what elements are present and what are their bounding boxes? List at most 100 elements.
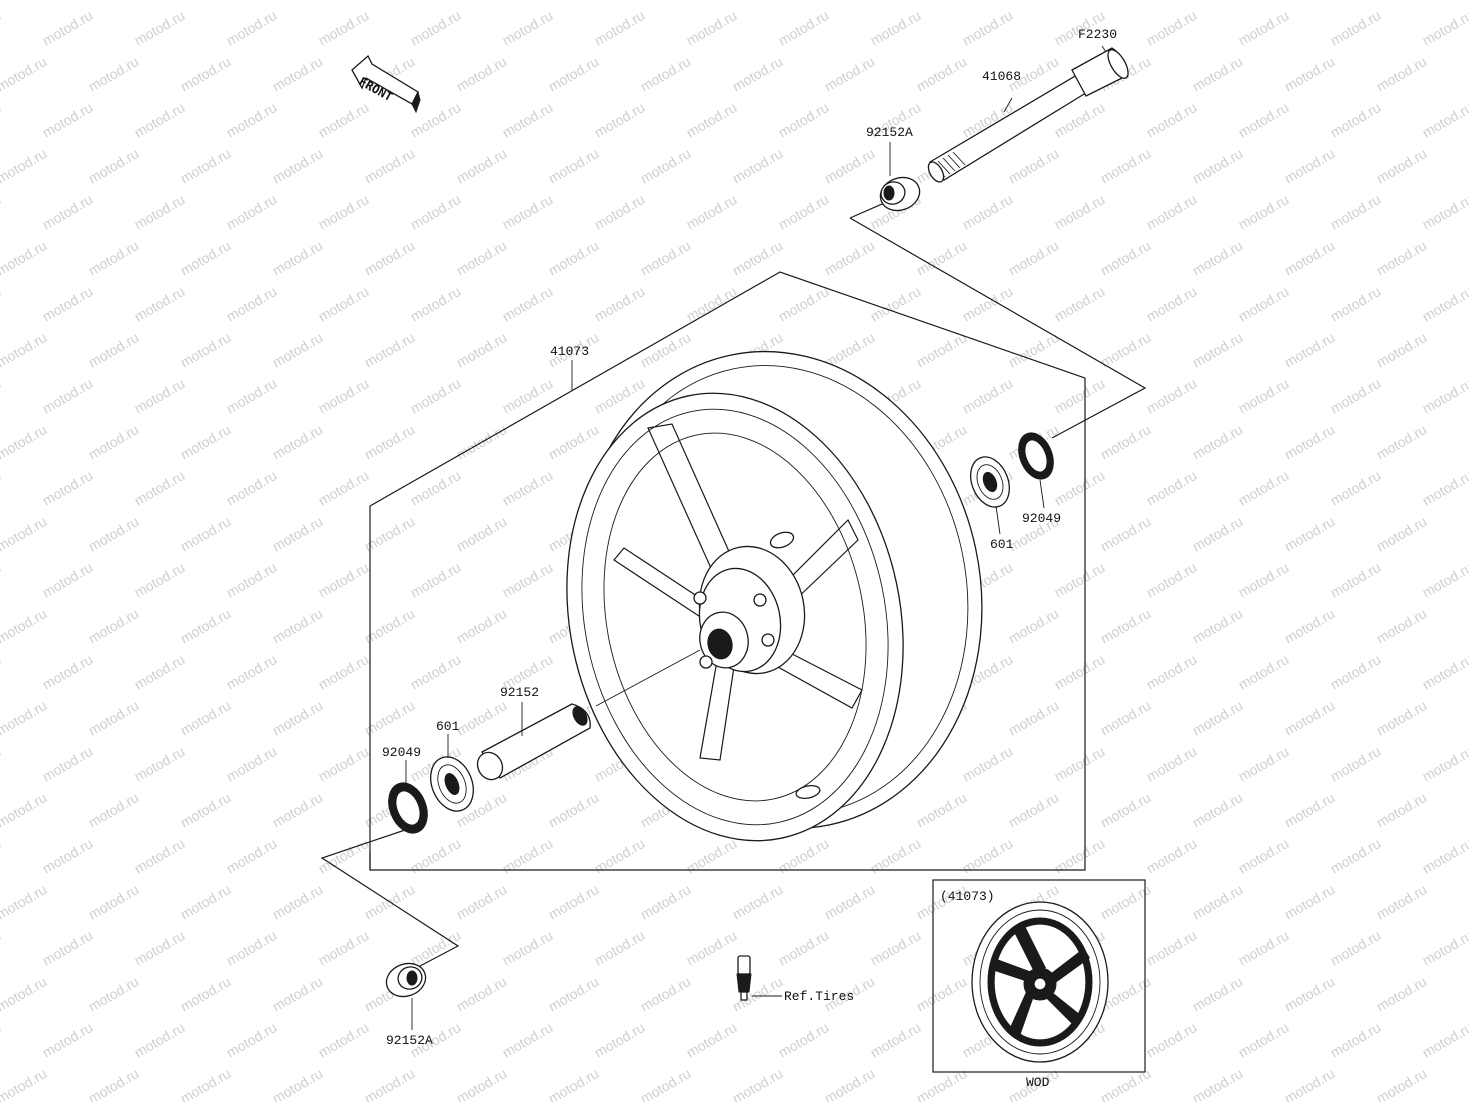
watermark-text: motod.ru (0, 7, 3, 48)
watermark-text: motod.ru (638, 1065, 694, 1102)
watermark-text: motod.ru (40, 467, 96, 508)
watermark-text: motod.ru (592, 927, 648, 968)
watermark-text: motod.ru (1282, 53, 1338, 94)
watermark-text: motod.ru (1144, 743, 1200, 784)
watermark-text: motod.ru (592, 99, 648, 140)
watermark-text: motod.ru (730, 0, 786, 3)
watermark-text: motod.ru (592, 1019, 648, 1060)
watermark-text: motod.ru (1420, 927, 1469, 968)
watermark-text: motod.ru (270, 145, 326, 186)
watermark-text: motod.ru (1052, 467, 1108, 508)
watermark-text: motod.ru (546, 789, 602, 830)
watermark-text: motod.ru (1006, 145, 1062, 186)
watermark-text: motod.ru (0, 513, 49, 554)
watermark-text: motod.ru (1374, 605, 1430, 646)
assembly-bracket-lines (320, 193, 1147, 967)
watermark-text: motod.ru (316, 467, 372, 508)
watermark-text: motod.ru (454, 237, 510, 278)
watermark-text: motod.ru (40, 835, 96, 876)
watermark-text: motod.ru (86, 53, 142, 94)
watermark-text: motod.ru (1282, 881, 1338, 922)
watermark-text: motod.ru (1006, 237, 1062, 278)
watermark-text: motod.ru (178, 421, 234, 462)
watermark-text: motod.ru (224, 7, 280, 48)
watermark-text: motod.ru (1236, 99, 1292, 140)
watermark-text: motod.ru (40, 99, 96, 140)
watermark-text: motod.ru (1052, 283, 1108, 324)
watermark-text: motod.ru (1420, 191, 1469, 232)
watermark-text: motod.ru (0, 191, 3, 232)
watermark-text: motod.ru (362, 329, 418, 370)
watermark-text: motod.ru (1006, 0, 1062, 3)
watermark-text: motod.ru (730, 1065, 786, 1102)
watermark-text: motod.ru (1236, 835, 1292, 876)
watermark-text: motod.ru (132, 375, 188, 416)
watermark-text: motod.ru (224, 191, 280, 232)
watermark-text: motod.ru (224, 375, 280, 416)
watermark-text: motod.ru (132, 927, 188, 968)
watermark-text: motod.ru (362, 237, 418, 278)
watermark-text: motod.ru (178, 1065, 234, 1102)
watermark-text: motod.ru (500, 375, 556, 416)
watermark-text: motod.ru (1098, 605, 1154, 646)
watermark-text: motod.ru (270, 973, 326, 1014)
watermark-text: motod.ru (1098, 145, 1154, 186)
watermark-text: motod.ru (454, 145, 510, 186)
watermark-text: motod.ru (1374, 881, 1430, 922)
watermark-text: motod.ru (1420, 559, 1469, 600)
part-number-labels: F2230 41068 92152A 41073 601 92049 92152… (382, 27, 1117, 1090)
watermark-text: motod.ru (86, 145, 142, 186)
watermark-text: motod.ru (1006, 789, 1062, 830)
watermark-text: motod.ru (40, 191, 96, 232)
watermark-text: motod.ru (1190, 421, 1246, 462)
watermark-text: motod.ru (86, 513, 142, 554)
watermark-text: motod.ru (960, 375, 1016, 416)
watermark-text: motod.ru (730, 237, 786, 278)
watermark-text: motod.ru (0, 559, 3, 600)
watermark-text: motod.ru (592, 283, 648, 324)
watermark-text: motod.ru (546, 237, 602, 278)
watermark-text: motod.ru (0, 881, 49, 922)
watermark-text: motod.ru (86, 697, 142, 738)
label-collar-left: 92152A (386, 1033, 433, 1048)
watermark-text: motod.ru (1236, 743, 1292, 784)
watermark-text: motod.ru (1328, 375, 1384, 416)
watermark-text: motod.ru (1006, 697, 1062, 738)
watermark-text: motod.ru (0, 697, 49, 738)
watermark-text: motod.ru (1052, 651, 1108, 692)
watermark-text: motod.ru (500, 7, 556, 48)
watermark-text: motod.ru (1466, 421, 1469, 462)
label-wheel: 41073 (550, 344, 589, 359)
watermark-text: motod.ru (408, 7, 464, 48)
watermark-text: motod.ru (684, 191, 740, 232)
watermark-text: motod.ru (454, 881, 510, 922)
watermark-text: motod.ru (868, 1019, 924, 1060)
watermark-text: motod.ru (546, 53, 602, 94)
watermark-text: motod.ru (1328, 1019, 1384, 1060)
watermark-text: motod.ru (1236, 191, 1292, 232)
watermark-text: motod.ru (454, 53, 510, 94)
watermark-text: motod.ru (1282, 973, 1338, 1014)
watermark-text: motod.ru (1236, 467, 1292, 508)
watermark-text: motod.ru (40, 651, 96, 692)
watermark-text: motod.ru (1144, 651, 1200, 692)
watermark-text: motod.ru (1328, 283, 1384, 324)
watermark-text: motod.ru (270, 513, 326, 554)
watermark-text: motod.ru (1374, 0, 1430, 3)
watermark-text: motod.ru (132, 99, 188, 140)
watermark-text: motod.ru (1190, 329, 1246, 370)
front-axle (927, 47, 1129, 183)
watermark-text: motod.ru (914, 237, 970, 278)
watermark-text: motod.ru (776, 283, 832, 324)
watermark-text: motod.ru (868, 7, 924, 48)
wheel-variant-inset (932, 879, 1146, 1073)
watermark-text: motod.ru (0, 835, 3, 876)
watermark-text: motod.ru (178, 53, 234, 94)
watermark-text: motod.ru (316, 559, 372, 600)
watermark-text: motod.ru (1328, 743, 1384, 784)
watermark-text: motod.ru (960, 283, 1016, 324)
watermark-text: motod.ru (0, 1065, 49, 1102)
watermark-text: motod.ru (1466, 697, 1469, 738)
watermark-text: motod.ru (454, 605, 510, 646)
watermark-text: motod.ru (270, 329, 326, 370)
